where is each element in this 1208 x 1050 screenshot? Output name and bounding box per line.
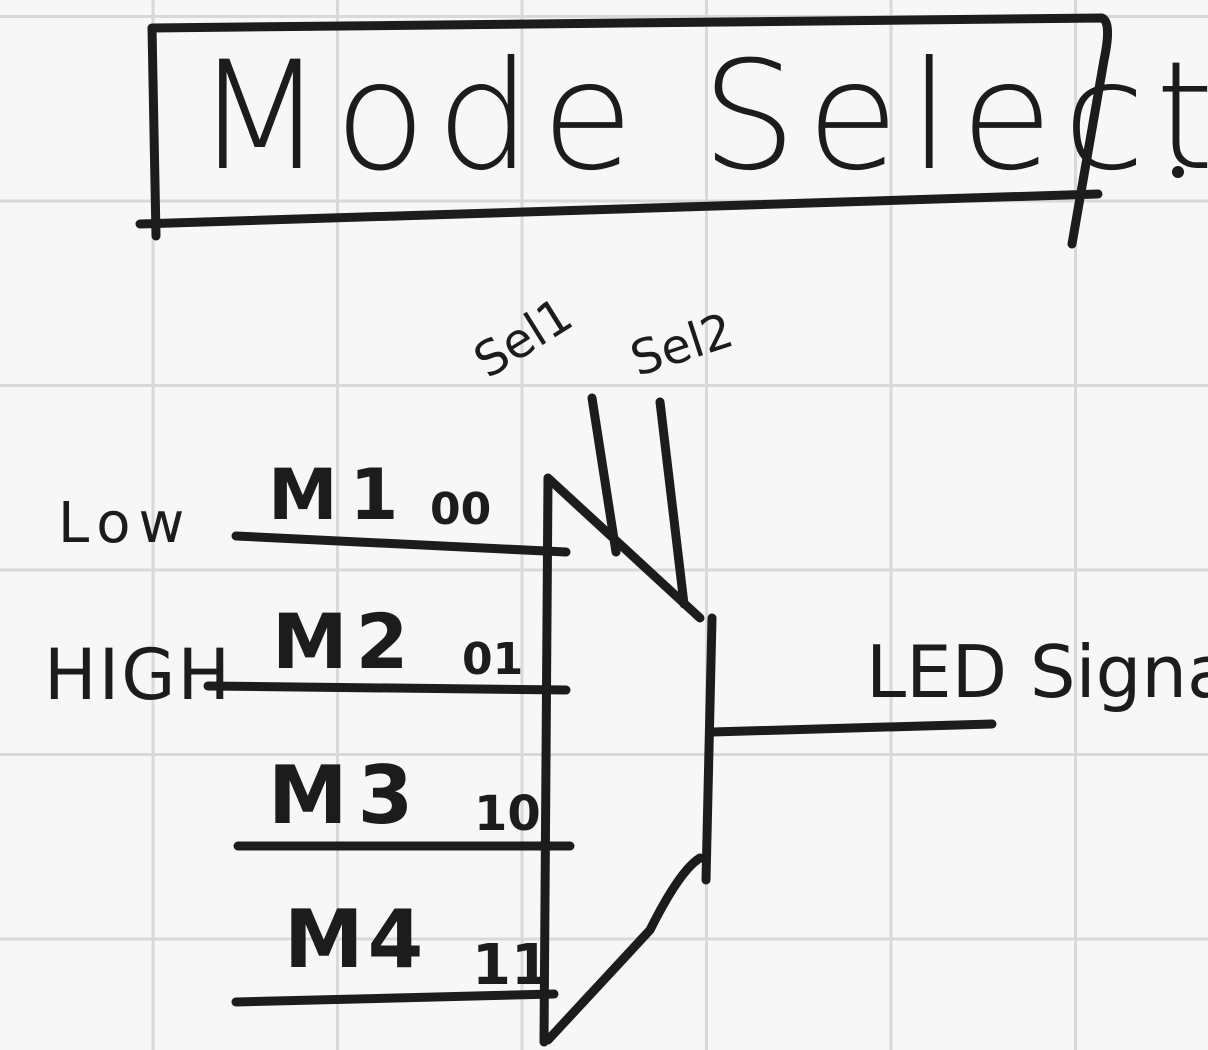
input-level-label: Low: [58, 491, 193, 556]
mode-label: M2: [272, 597, 417, 686]
mux-body: [539, 473, 717, 1047]
mode-label: M1: [268, 454, 411, 536]
diagram-title: Mode Select: [195, 30, 1208, 204]
title-box: [135, 13, 1112, 249]
input-line-m2: [203, 681, 571, 695]
sel1-line: [587, 393, 621, 557]
mode-label: M3: [268, 749, 424, 842]
select-code: 10: [474, 786, 541, 842]
input-line-m1: [231, 531, 571, 557]
sel2-line: [655, 397, 689, 609]
output-label: LED Signal: [866, 630, 1208, 714]
input-line-m4: [231, 989, 559, 1007]
mode-label: M4: [284, 893, 428, 986]
input-level-label: HIGH: [44, 634, 233, 716]
ink-dot: [1172, 166, 1184, 178]
select-code: 11: [472, 933, 550, 998]
output-line: [707, 719, 997, 737]
select-code: 00: [430, 484, 492, 535]
select-code: 01: [462, 634, 524, 685]
